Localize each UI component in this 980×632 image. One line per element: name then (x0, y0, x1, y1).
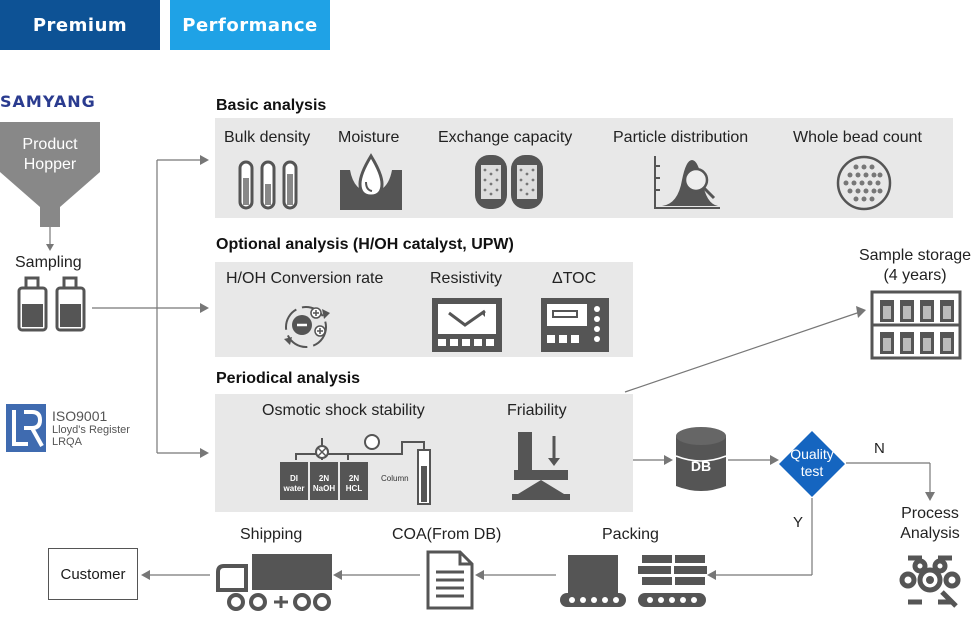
moisture-drop-icon (340, 153, 402, 210)
basic-analysis-panel (215, 118, 953, 218)
process-analysis-icon (899, 555, 961, 608)
storage-shelf-icon (870, 290, 962, 360)
quality-yes-label: Y (793, 514, 804, 531)
friability-press-icon (512, 432, 570, 500)
quality-test-diamond (779, 431, 845, 497)
particle-distribution-icon (654, 156, 720, 209)
quality-no-label: N (874, 440, 885, 457)
resistivity-meter-icon (432, 298, 502, 352)
coa-document-icon (426, 550, 474, 610)
lloyds-logo-icon (6, 404, 46, 452)
iso-text: ISO9001 Lloyd's Register LRQA (52, 408, 130, 448)
hopper-icon (0, 122, 100, 227)
conversion-rate-label: H/OH Conversion rate (226, 270, 384, 287)
db-label: DB (690, 458, 712, 474)
shipping-label: Shipping (240, 526, 303, 543)
test-tubes-icon (238, 160, 298, 210)
resistivity-label: Resistivity (430, 270, 503, 287)
toc-analyzer-icon (541, 298, 609, 352)
exchange-capacity-label: Exchange capacity (438, 129, 573, 146)
column-label: Column (381, 474, 409, 483)
optional-analysis-title: Optional analysis (H/OH catalyst, UPW) (216, 236, 514, 253)
packing-icon (560, 555, 707, 607)
exchange-capacity-icon (475, 155, 543, 209)
brand-logo: SAMYANG (0, 92, 96, 111)
sample-bottles-icon (17, 276, 86, 332)
basic-analysis-title: Basic analysis (216, 97, 327, 114)
bead-count-icon (836, 155, 892, 211)
database-icon (675, 427, 727, 491)
packing-label: Packing (602, 526, 659, 543)
moisture-label: Moisture (338, 129, 400, 146)
osmotic-shock-label: Osmotic shock stability (262, 402, 425, 419)
tab-premium[interactable]: Premium (0, 0, 160, 50)
shipping-truck-icon (216, 554, 332, 611)
tab-performance[interactable]: Performance (170, 0, 330, 50)
whole-bead-count-label: Whole bead count (793, 129, 922, 146)
particle-distribution-label: Particle distribution (613, 129, 749, 146)
osmotic-apparatus-icon (280, 434, 431, 505)
coa-label: COA(From DB) (392, 526, 502, 543)
delta-toc-label: ΔTOC (552, 270, 597, 287)
sample-storage-label: Sample storage(4 years) (858, 247, 972, 284)
friability-label: Friability (507, 402, 567, 419)
bulk-density-label: Bulk density (224, 129, 311, 146)
customer-box: Customer (48, 548, 138, 600)
conversion-rate-icon (284, 306, 330, 348)
periodical-analysis-title: Periodical analysis (216, 370, 361, 387)
sampling-label: Sampling (15, 254, 82, 271)
